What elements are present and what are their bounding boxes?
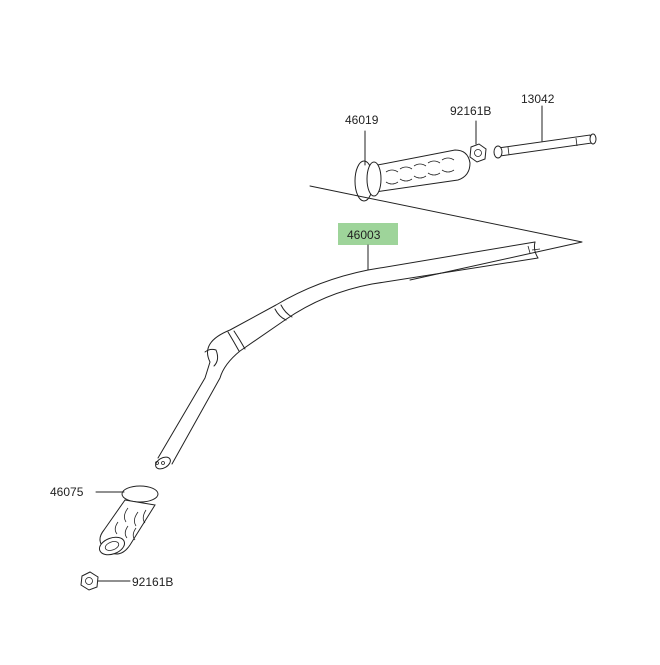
left-grip-46075[interactable] xyxy=(97,485,159,558)
nut-92161b-bottom[interactable] xyxy=(80,571,99,591)
label-46075: 46075 xyxy=(50,485,84,499)
label-46019: 46019 xyxy=(345,113,379,127)
assembly-lines xyxy=(309,185,583,281)
label-46003[interactable]: 46003 xyxy=(347,228,381,242)
weight-rod-13042[interactable] xyxy=(493,133,597,159)
label-13042: 13042 xyxy=(521,92,555,106)
handlebar-46003[interactable] xyxy=(154,241,541,471)
label-92161b-bottom: 92161B xyxy=(132,575,173,589)
label-46003-highlight xyxy=(338,223,398,245)
right-grip-46019[interactable] xyxy=(354,149,471,202)
nut-92161b-top[interactable] xyxy=(469,143,487,163)
label-92161b-top: 92161B xyxy=(450,104,491,118)
